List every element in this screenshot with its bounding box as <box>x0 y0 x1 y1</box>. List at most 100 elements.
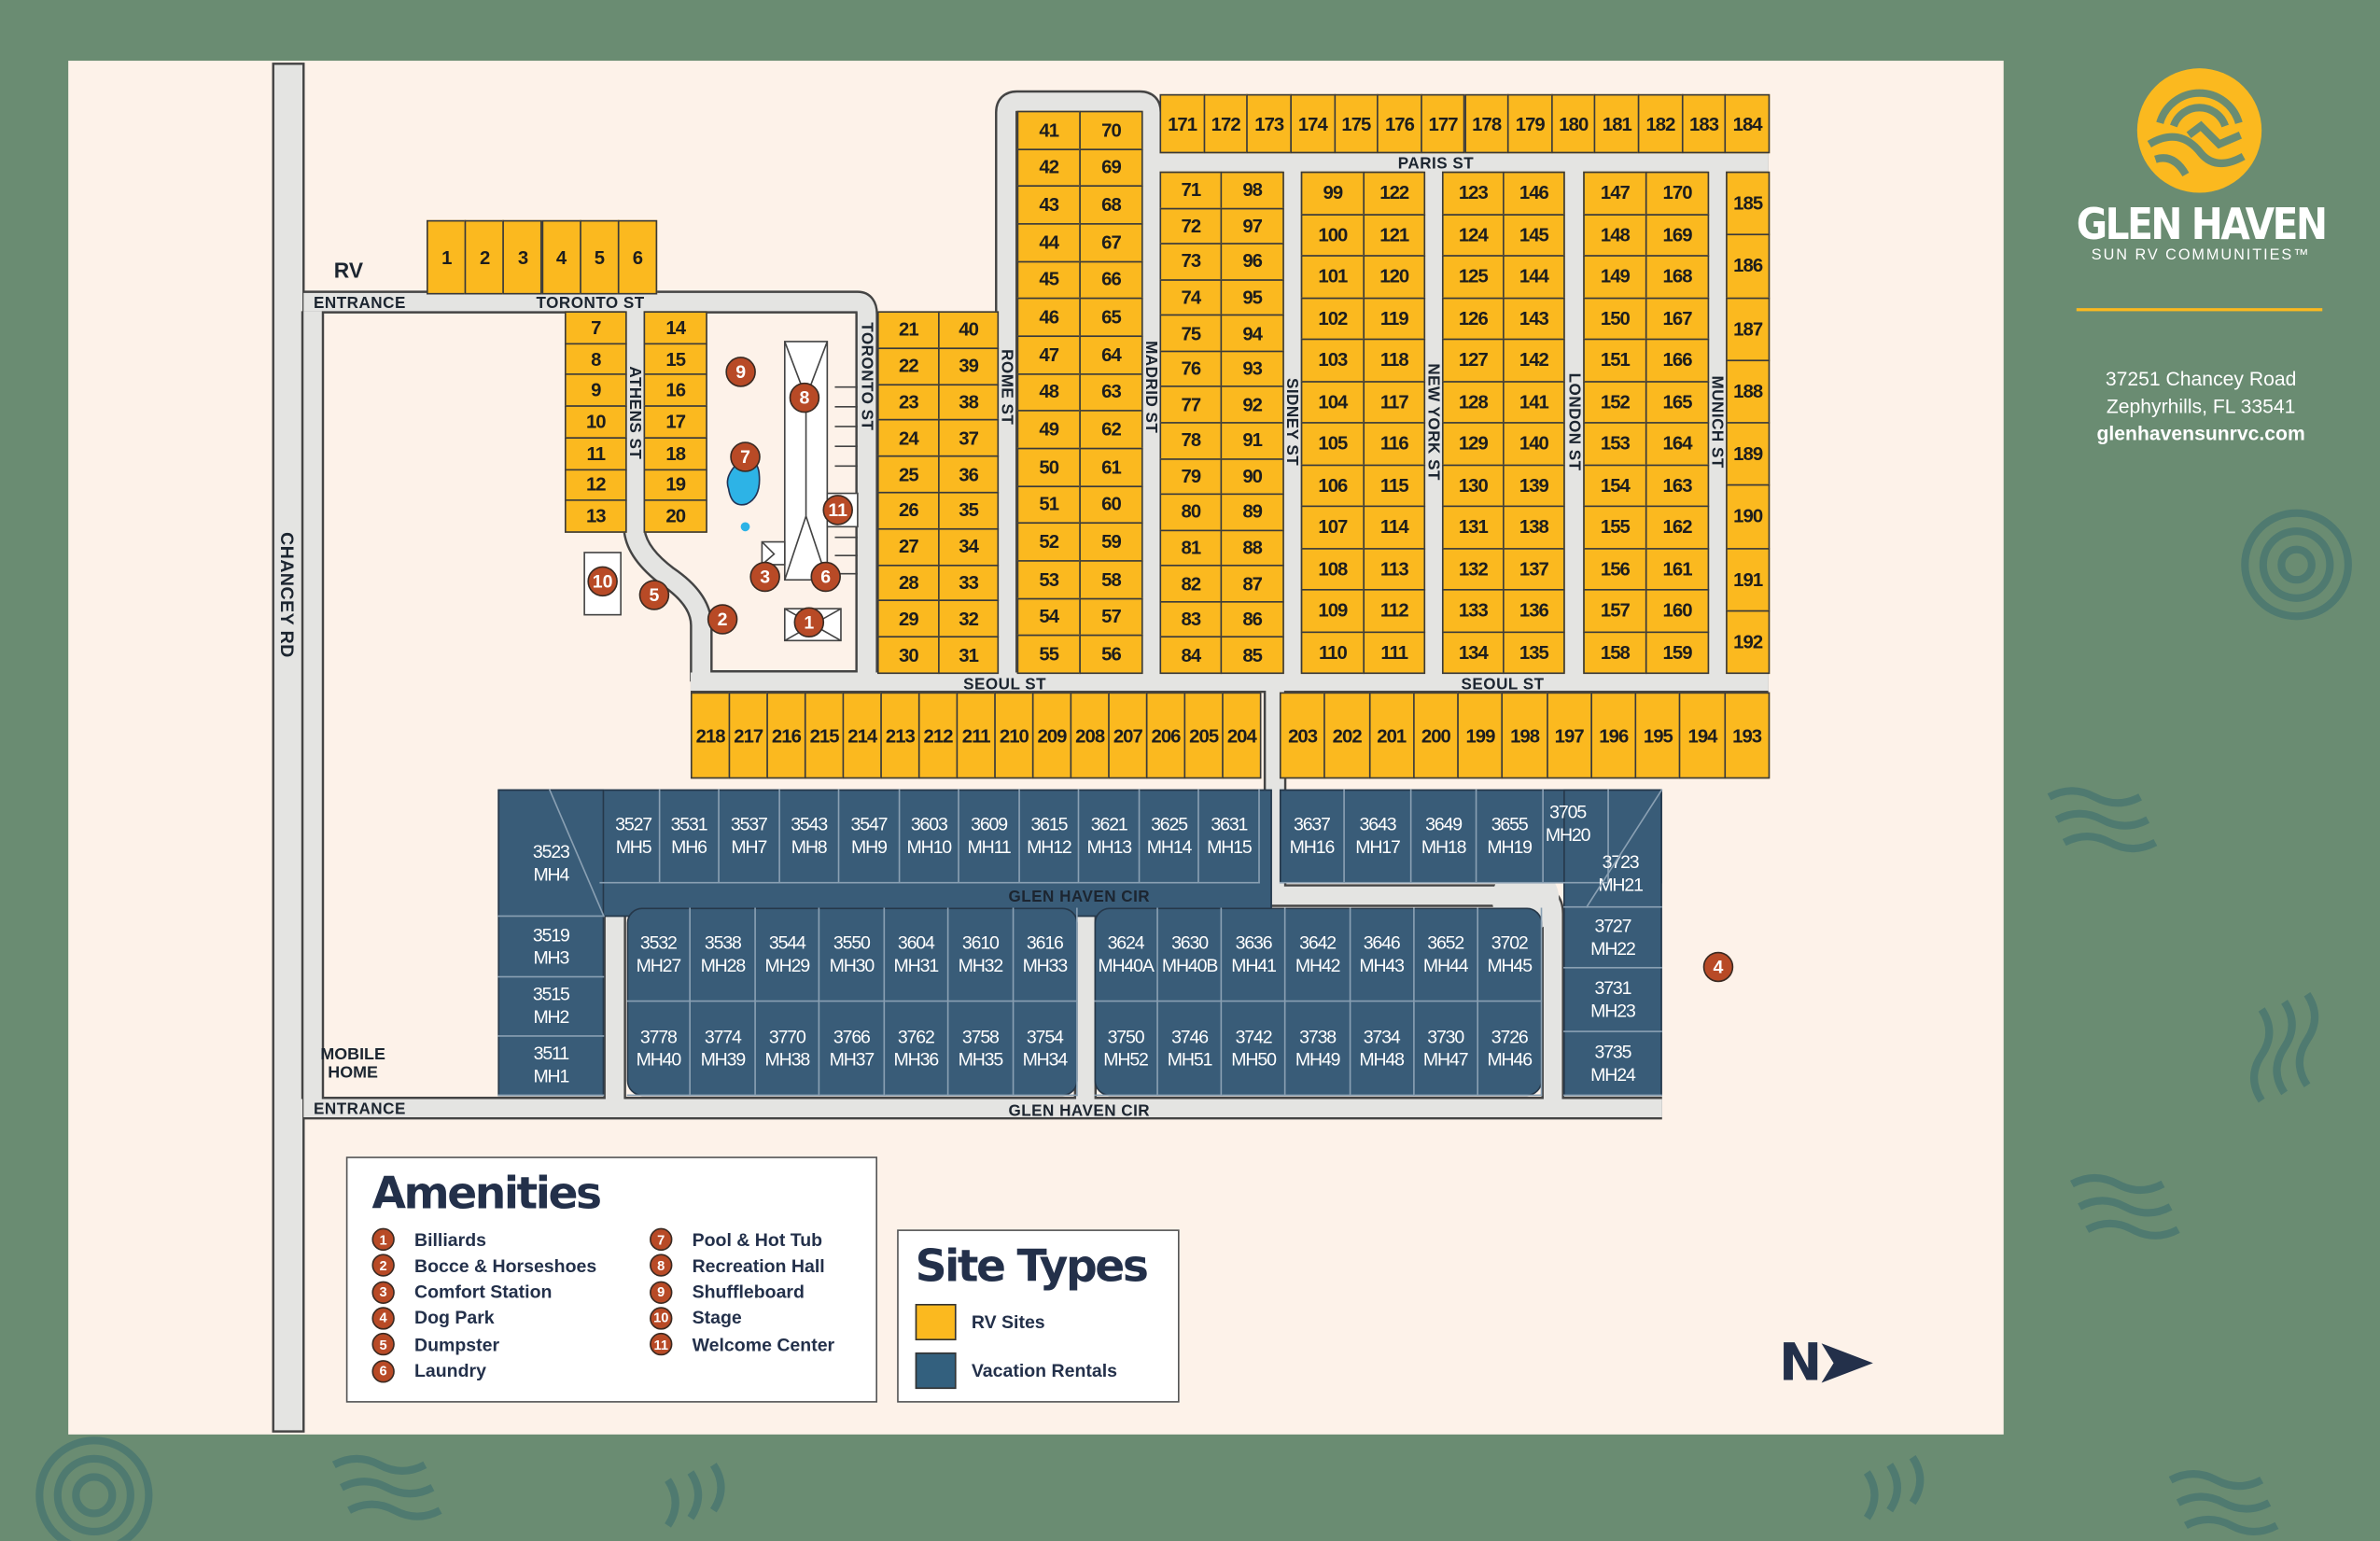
rv-site-149[interactable]: 149 <box>1583 255 1647 299</box>
rv-site-108[interactable]: 108 <box>1300 547 1365 591</box>
amenity-marker-stage[interactable]: 10 <box>587 566 618 597</box>
rv-site-136[interactable]: 136 <box>1503 589 1565 633</box>
rv-site-200[interactable]: 200 <box>1412 692 1460 779</box>
rv-site-111[interactable]: 111 <box>1363 630 1426 675</box>
rv-site-125[interactable]: 125 <box>1441 255 1505 299</box>
rv-site-59[interactable]: 59 <box>1079 522 1143 562</box>
rv-site-214[interactable]: 214 <box>842 692 882 779</box>
rv-site-7[interactable]: 7 <box>564 311 627 344</box>
rv-site-113[interactable]: 113 <box>1363 547 1426 591</box>
rv-site-84[interactable]: 84 <box>1159 637 1223 675</box>
rv-site-12[interactable]: 12 <box>564 468 627 502</box>
rv-site-64[interactable]: 64 <box>1079 335 1143 375</box>
rv-site-198[interactable]: 198 <box>1501 692 1548 779</box>
rv-site-209[interactable]: 209 <box>1031 692 1072 779</box>
rv-site-204[interactable]: 204 <box>1222 692 1262 779</box>
rv-site-139[interactable]: 139 <box>1503 463 1565 508</box>
rv-site-130[interactable]: 130 <box>1441 463 1505 508</box>
website-link[interactable]: glenhavensunrvc.com <box>2096 422 2305 445</box>
rv-site-146[interactable]: 146 <box>1503 171 1565 216</box>
rv-site-36[interactable]: 36 <box>938 455 1000 494</box>
rv-site-31[interactable]: 31 <box>938 636 1000 675</box>
rv-site-218[interactable]: 218 <box>690 692 731 779</box>
rv-site-5[interactable]: 5 <box>579 219 620 295</box>
rv-site-11[interactable]: 11 <box>564 437 627 470</box>
rv-site-20[interactable]: 20 <box>643 499 707 533</box>
rv-site-153[interactable]: 153 <box>1583 422 1647 466</box>
rv-site-128[interactable]: 128 <box>1441 380 1505 424</box>
rv-site-141[interactable]: 141 <box>1503 380 1565 424</box>
rv-site-167[interactable]: 167 <box>1645 296 1710 341</box>
rv-site-18[interactable]: 18 <box>643 437 707 470</box>
rv-site-91[interactable]: 91 <box>1220 422 1284 460</box>
rv-site-93[interactable]: 93 <box>1220 350 1284 388</box>
rv-site-106[interactable]: 106 <box>1300 463 1365 508</box>
rv-site-188[interactable]: 188 <box>1726 359 1771 424</box>
rv-site-196[interactable]: 196 <box>1590 692 1637 779</box>
rv-site-142[interactable]: 142 <box>1503 338 1565 383</box>
amenity-marker-recreation-hall[interactable]: 8 <box>789 382 820 413</box>
amenity-marker-bocce-horseshoes[interactable]: 2 <box>707 604 738 635</box>
rv-site-179[interactable]: 179 <box>1507 93 1553 154</box>
rv-site-177[interactable]: 177 <box>1420 93 1466 154</box>
rv-site-38[interactable]: 38 <box>938 383 1000 422</box>
rv-site-193[interactable]: 193 <box>1724 692 1771 779</box>
rv-site-162[interactable]: 162 <box>1645 505 1710 549</box>
rv-site-168[interactable]: 168 <box>1645 255 1710 299</box>
rv-site-133[interactable]: 133 <box>1441 589 1505 633</box>
rv-site-120[interactable]: 120 <box>1363 255 1426 299</box>
amenity-marker-billiards[interactable]: 1 <box>793 607 825 638</box>
rv-site-154[interactable]: 154 <box>1583 463 1647 508</box>
rv-site-159[interactable]: 159 <box>1645 630 1710 675</box>
rv-site-1[interactable]: 1 <box>426 219 467 295</box>
rv-site-65[interactable]: 65 <box>1079 298 1143 338</box>
rv-site-166[interactable]: 166 <box>1645 338 1710 383</box>
rv-site-102[interactable]: 102 <box>1300 296 1365 341</box>
rv-site-96[interactable]: 96 <box>1220 243 1284 281</box>
rv-site-192[interactable]: 192 <box>1726 609 1771 675</box>
rv-site-176[interactable]: 176 <box>1377 93 1422 154</box>
amenity-marker-shuffleboard[interactable]: 9 <box>725 357 756 387</box>
rv-site-99[interactable]: 99 <box>1300 171 1365 216</box>
rv-site-121[interactable]: 121 <box>1363 213 1426 257</box>
rv-site-55[interactable]: 55 <box>1016 635 1081 675</box>
amenity-marker-dog-park[interactable]: 4 <box>1702 951 1734 983</box>
rv-site-73[interactable]: 73 <box>1159 243 1223 281</box>
rv-site-191[interactable]: 191 <box>1726 547 1771 611</box>
rv-site-30[interactable]: 30 <box>877 636 940 675</box>
rv-site-22[interactable]: 22 <box>877 347 940 385</box>
rv-site-41[interactable]: 41 <box>1016 110 1081 150</box>
rv-site-35[interactable]: 35 <box>938 491 1000 530</box>
rv-site-103[interactable]: 103 <box>1300 338 1365 383</box>
rv-site-42[interactable]: 42 <box>1016 147 1081 188</box>
rv-site-178[interactable]: 178 <box>1463 93 1509 154</box>
rv-site-56[interactable]: 56 <box>1079 635 1143 675</box>
rv-site-211[interactable]: 211 <box>956 692 996 779</box>
rv-site-207[interactable]: 207 <box>1108 692 1148 779</box>
rv-site-194[interactable]: 194 <box>1679 692 1726 779</box>
amenity-marker-comfort-station[interactable]: 3 <box>749 561 780 593</box>
amenity-marker-laundry[interactable]: 6 <box>810 561 841 593</box>
